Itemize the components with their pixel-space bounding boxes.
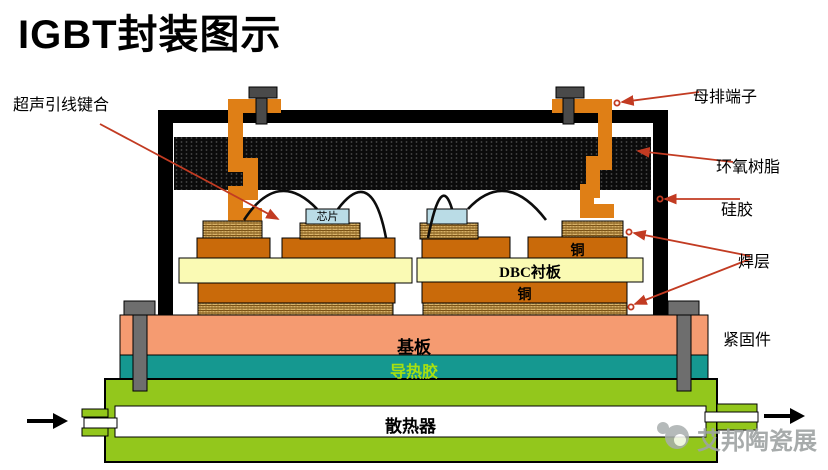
busbar-terminal-left — [228, 99, 281, 222]
terminal-screw-right — [555, 86, 585, 125]
callout-silicone: 硅胶 — [721, 202, 754, 219]
bond-wires — [242, 189, 548, 239]
page-title: IGBT封装图示 — [18, 13, 282, 57]
fastener-bolt-right — [667, 300, 700, 392]
callout-epoxy: 环氧树脂 — [716, 159, 781, 176]
leader-solder-top — [632, 229, 751, 257]
leader-busbar — [620, 91, 700, 106]
watermark: 艾邦陶瓷展 — [697, 429, 817, 455]
flow-arrow-right-icon — [764, 408, 805, 424]
thermal-adhesive-label: 导热胶 — [389, 364, 438, 381]
copper-bottom-label: 铜 — [517, 288, 532, 303]
dbc-substrate-label: DBC衬板 — [499, 265, 561, 281]
baseplate-layer — [119, 314, 709, 356]
heatsink-channel — [114, 405, 707, 438]
terminal-screw-left — [248, 86, 278, 125]
leader-lines — [99, 91, 751, 311]
heatsink-outlet — [704, 403, 759, 431]
callout-solder-layer: 焊层 — [738, 254, 771, 271]
chip-label: 芯片 — [316, 211, 339, 223]
leader-wire-bond — [99, 123, 280, 220]
heatsink-inlet — [81, 408, 118, 437]
thermal-adhesive-layer — [119, 354, 709, 380]
dbc-module-left — [178, 208, 413, 316]
fastener-bolt-left — [123, 300, 156, 392]
flow-arrow-left-icon — [27, 413, 68, 429]
callout-fastener: 紧固件 — [723, 332, 772, 349]
leader-solder-bottom — [633, 258, 751, 305]
copper-top-label: 铜 — [570, 244, 585, 259]
baseplate-label: 基板 — [397, 338, 431, 357]
watermark-logo-icon — [657, 422, 689, 449]
callout-wire-bond: 超声引线键合 — [13, 97, 110, 114]
leader-epoxy — [636, 146, 734, 163]
callout-busbar-terminal: 母排端子 — [693, 89, 758, 106]
dbc-module-right — [416, 208, 644, 316]
heatsink-label: 散热器 — [385, 417, 436, 436]
